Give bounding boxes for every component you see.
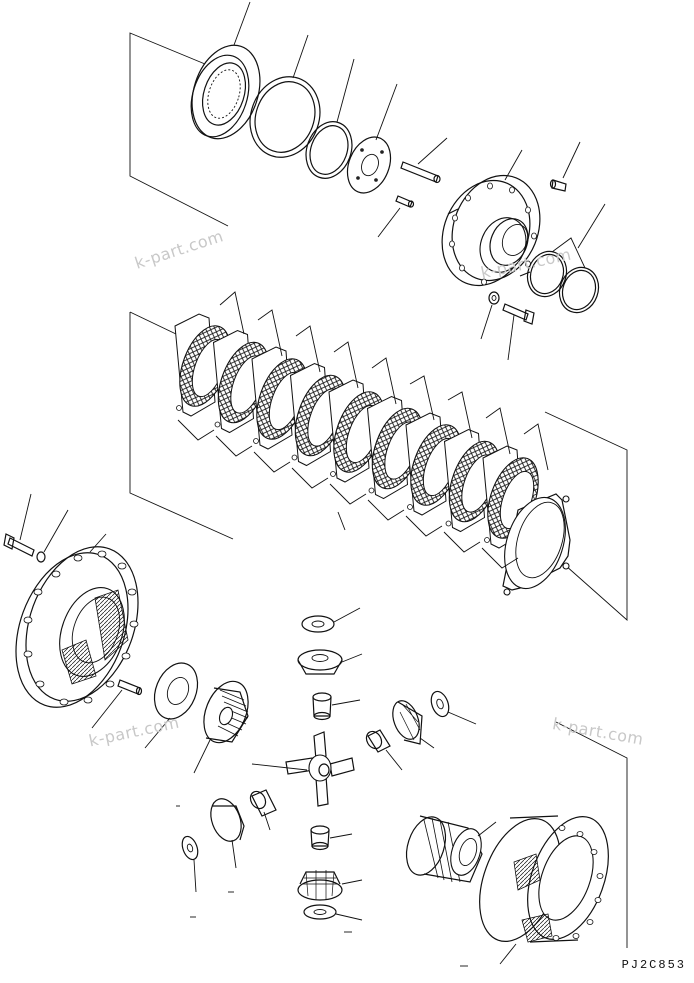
pinion-washer-right xyxy=(430,690,477,725)
bushing-top xyxy=(312,692,361,721)
end-plate xyxy=(502,493,571,596)
drawing-code: PJ2C853 xyxy=(621,958,686,972)
carrier-hub xyxy=(441,149,541,287)
separator-plate-lug xyxy=(368,487,375,494)
plug xyxy=(549,141,581,192)
separator-plate-lug xyxy=(253,438,259,444)
pinion-washer-left xyxy=(181,835,199,893)
dowel-pin-long xyxy=(400,137,448,184)
separator-plate-lug xyxy=(291,454,298,461)
washer xyxy=(480,291,500,340)
top-group-bracket xyxy=(129,32,229,227)
bushing-right xyxy=(365,729,403,771)
side-gear-right xyxy=(405,815,497,883)
pinion-gear-top xyxy=(297,649,363,675)
separator-plate-lug xyxy=(330,471,336,477)
spider-cross xyxy=(251,731,355,807)
snap-ring-small xyxy=(305,58,355,179)
side-gear-washer xyxy=(144,662,199,749)
pinion-gear-left xyxy=(210,798,245,869)
separator-plate-lug xyxy=(214,421,221,428)
case-bolt xyxy=(3,493,35,557)
bolt xyxy=(502,303,535,361)
side-gear-left xyxy=(193,680,249,774)
separator-plate-lug xyxy=(407,504,413,510)
bearing xyxy=(190,1,261,140)
case-pin xyxy=(91,679,143,729)
pinion-washer-bottom xyxy=(303,904,363,921)
differential-case-half xyxy=(15,533,139,708)
pinion-gear-bottom xyxy=(297,870,363,901)
pinion-washer-top xyxy=(301,607,361,633)
pinion-gear-right xyxy=(392,700,435,749)
separator-plate-lug xyxy=(484,537,490,543)
bushing-bottom xyxy=(310,825,353,851)
thrust-plate xyxy=(346,83,398,194)
clutch-pack-bracket xyxy=(129,311,628,622)
clutch-plates xyxy=(174,313,539,549)
separator-plate-lug xyxy=(176,405,182,411)
reference-ticks xyxy=(176,805,468,967)
case-washer xyxy=(36,509,69,563)
bushing-left xyxy=(249,789,277,831)
o-ring-pair xyxy=(526,203,606,314)
lower-right-bracket xyxy=(555,721,628,948)
dowel-pin-short xyxy=(377,195,415,238)
differential-case-right xyxy=(479,815,609,965)
clutch-leaders xyxy=(177,291,549,569)
separator-plate-lug xyxy=(445,520,452,527)
